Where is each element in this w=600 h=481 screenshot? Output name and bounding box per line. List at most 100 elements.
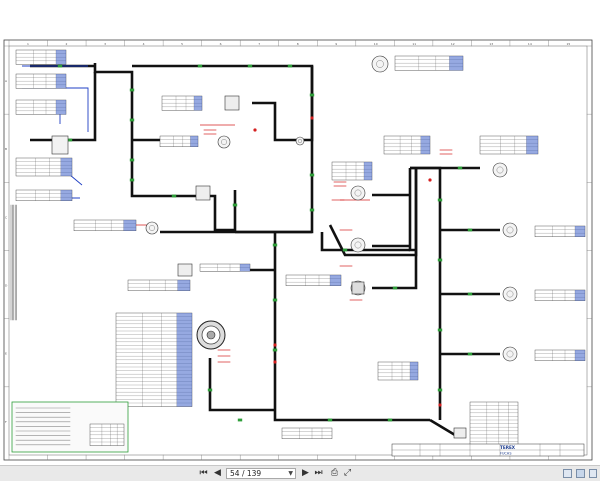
connector-marker xyxy=(129,158,135,162)
harness-trunk xyxy=(372,168,418,290)
connector-marker xyxy=(247,64,253,68)
page-current: 54 xyxy=(230,469,240,478)
connector-table xyxy=(534,289,586,302)
harness-trunk xyxy=(208,358,275,412)
relay-symbol xyxy=(195,185,211,201)
table-highlight xyxy=(575,290,585,301)
table-highlight xyxy=(60,158,72,176)
connector-marker xyxy=(237,418,243,422)
connector-marker xyxy=(197,64,203,68)
row-marker: F xyxy=(5,420,7,424)
component-pin-ring xyxy=(506,290,514,298)
table-highlight xyxy=(575,350,585,361)
print-icon[interactable]: ⎙ xyxy=(330,468,339,478)
single-page-view-icon[interactable] xyxy=(563,469,572,478)
connector-table xyxy=(15,99,67,115)
connector-table xyxy=(15,49,67,65)
plug-symbol xyxy=(351,281,365,295)
connector-table xyxy=(534,349,586,362)
table-highlight xyxy=(56,74,66,89)
fuse-marker xyxy=(438,403,442,407)
component-symbol xyxy=(502,346,518,362)
column-marker: 9 xyxy=(335,42,337,46)
column-marker: 15 xyxy=(566,42,570,46)
column-marker: 10 xyxy=(374,42,378,46)
company-logo: TEREX xyxy=(500,445,516,450)
table-highlight xyxy=(176,313,192,407)
connector-marker xyxy=(232,203,238,207)
row-marker: B xyxy=(5,147,7,151)
connector-marker xyxy=(272,243,278,247)
component-symbol xyxy=(502,286,518,302)
column-marker: 5 xyxy=(181,42,183,46)
fuse-marker xyxy=(253,128,257,132)
page-total: 139 xyxy=(246,469,262,478)
relay-symbol xyxy=(224,95,240,111)
connector-table xyxy=(199,263,251,272)
signal-wire xyxy=(22,174,83,186)
component-symbol xyxy=(492,162,508,178)
row-marker: C xyxy=(5,215,7,219)
connector-marker xyxy=(392,286,398,290)
connector-marker xyxy=(457,166,463,170)
column-marker: 7 xyxy=(258,42,260,46)
component-pin-ring xyxy=(149,225,155,231)
table-highlight xyxy=(240,264,250,272)
fuse-marker xyxy=(273,343,277,347)
component-pin-ring xyxy=(496,166,504,174)
fuse-marker xyxy=(310,116,314,120)
continuous-view-icon[interactable] xyxy=(576,469,585,478)
chevron-down-icon[interactable]: ▼ xyxy=(288,470,293,477)
column-marker: 1 xyxy=(27,42,29,46)
row-marker: D xyxy=(5,284,8,288)
component-symbol xyxy=(145,221,159,235)
connector-table xyxy=(331,161,373,181)
component-pin-ring xyxy=(354,241,362,249)
component-pin-ring xyxy=(376,60,384,68)
page-number-field[interactable]: 54 / 139 ▼ xyxy=(226,468,296,479)
connector-marker xyxy=(129,178,135,182)
harness-trunk xyxy=(235,140,314,234)
harness-trunk xyxy=(30,72,97,142)
connector-table xyxy=(479,135,539,155)
connector-marker xyxy=(467,228,473,232)
row-marker: A xyxy=(5,79,8,83)
pdf-viewer-toolbar: ⏮ ◀ 54 / 139 ▼ ▶ ⏭ ⎙ ⤢ xyxy=(0,465,600,481)
relay-symbol xyxy=(177,263,193,277)
connector-table xyxy=(15,73,67,89)
harness-trunk xyxy=(252,66,314,142)
company-logo-sub: FUCHS xyxy=(500,452,512,456)
skip-first-icon[interactable]: ⏮ xyxy=(199,468,208,478)
component-symbol xyxy=(295,136,305,146)
next-icon[interactable]: ▶ xyxy=(302,468,309,478)
connector-marker xyxy=(467,292,473,296)
table-highlight xyxy=(123,220,136,231)
connector-marker xyxy=(309,208,315,212)
notes-table xyxy=(89,423,125,446)
table-highlight xyxy=(575,226,585,237)
harness-trunk xyxy=(410,166,442,420)
two-page-view-icon[interactable] xyxy=(589,469,597,478)
component-symbol xyxy=(350,185,366,201)
column-marker: 12 xyxy=(451,42,455,46)
table-highlight xyxy=(190,136,198,147)
skip-last-icon[interactable]: ⏭ xyxy=(314,468,323,478)
previous-icon[interactable]: ◀ xyxy=(214,468,221,478)
column-marker: 4 xyxy=(143,42,145,46)
table-highlight xyxy=(410,362,418,380)
component-symbol xyxy=(371,55,389,73)
sheet-border xyxy=(3,39,593,461)
connector-marker xyxy=(129,88,135,92)
connector-marker xyxy=(129,118,135,122)
column-marker: 13 xyxy=(489,42,493,46)
column-marker: 6 xyxy=(220,42,222,46)
component-symbol xyxy=(217,135,231,149)
fit-page-icon[interactable]: ⤢ xyxy=(343,468,352,478)
component-symbol xyxy=(502,222,518,238)
connector-table xyxy=(394,55,464,71)
connector-marker xyxy=(57,64,63,68)
component-pin-ring xyxy=(221,139,227,145)
fuse-marker xyxy=(273,360,277,364)
